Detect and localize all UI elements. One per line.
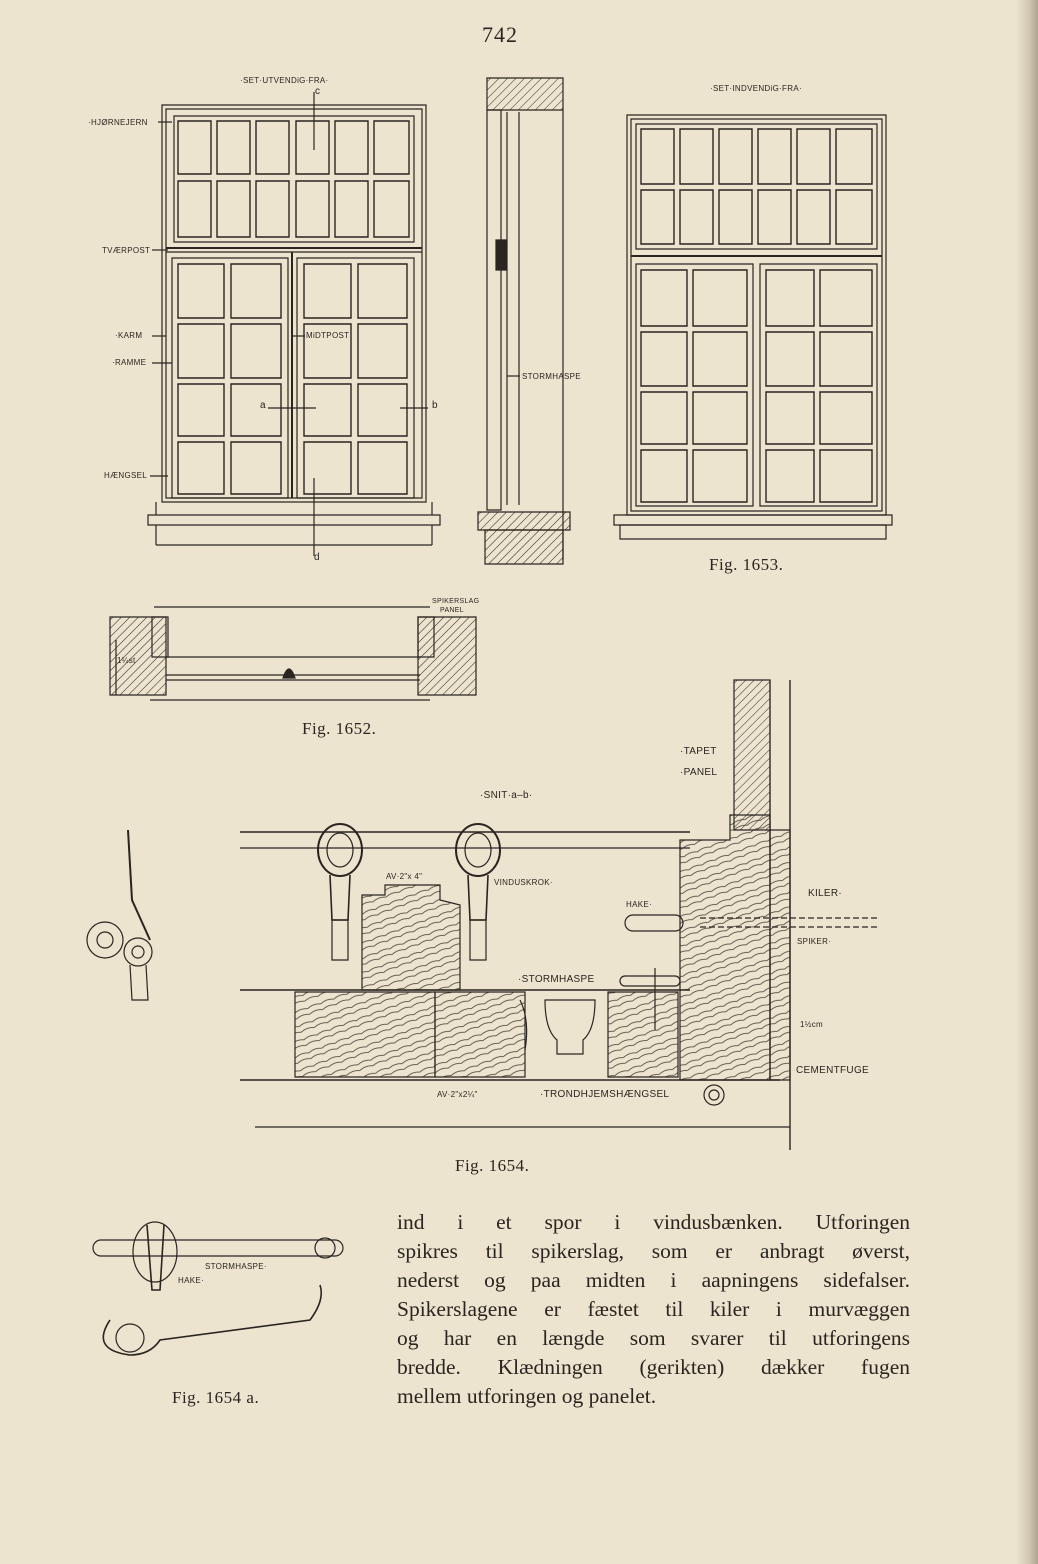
label-hjornejern: ·HJØRNEJERN <box>88 118 148 127</box>
label-cm: 1½cm <box>800 1020 823 1029</box>
section-title: ·SNIT·a–b· <box>480 790 533 801</box>
inside-view-title: ·SET·INDVENDiG·FRA· <box>710 84 802 93</box>
label-trondhjemshaengsel: ·TRONDHJEMSHÆNGSEL <box>540 1089 670 1100</box>
hook-detail-drawing <box>87 830 152 1000</box>
section-a-b-drawing <box>240 680 880 1150</box>
label-av-2x4: AV·2"x 4" <box>386 872 423 881</box>
label-spikerslag: SPIKERSLAG <box>432 598 480 605</box>
body-line: spikres til spikerslag, som er anbragt ø… <box>397 1239 910 1263</box>
body-paragraph: ind i et spor i vindusbænken. Utforingen… <box>397 1208 910 1411</box>
caption-fig-1654: Fig. 1654. <box>455 1156 530 1175</box>
outside-view-title: ·SET·UTVENDiG·FRA· <box>240 76 329 85</box>
label-dimension: 1¼st <box>117 656 136 665</box>
label-stormhaspe-1654a: STORMHASPE· <box>205 1262 267 1271</box>
label-hake-1654a: HAKE· <box>178 1276 204 1285</box>
body-line: nederst og paa midten i aapningens sidef… <box>397 1268 910 1292</box>
page-edge-shadow <box>1016 0 1038 1564</box>
caption-fig-1652: Fig. 1652. <box>302 719 377 738</box>
label-stormhaspe: ·STORMHASPE <box>518 974 595 985</box>
stormhaspe-hake-drawing <box>93 1222 343 1355</box>
window-inside-elevation <box>614 115 892 539</box>
label-d: d <box>314 552 320 563</box>
label-panel: ·PANEL <box>680 767 718 778</box>
label-haengsel: HÆNGSEL <box>104 471 147 480</box>
label-b: b <box>432 400 438 411</box>
caption-fig-1653: Fig. 1653. <box>709 555 784 574</box>
label-panel-plan: PANEL <box>440 607 464 614</box>
body-line: Spikerslagene er fæstet til kiler i murv… <box>397 1297 910 1321</box>
body-line: og har en længde som svarer til utforing… <box>397 1326 910 1350</box>
label-karm: ·KARM <box>115 331 143 340</box>
label-tapet: ·TAPET <box>680 746 717 757</box>
label-cementfuge: CEMENTFUGE <box>796 1065 869 1076</box>
label-tvaerpost: TVÆRPOST <box>102 246 151 255</box>
body-line: mellem utforingen og panelet. <box>397 1384 657 1408</box>
label-spiker: SPIKER· <box>797 937 832 946</box>
label-stormhaspe-section: STORMHASPE <box>522 372 581 381</box>
label-a: a <box>260 400 266 411</box>
window-outside-elevation <box>148 92 440 556</box>
page-number: 742 <box>482 22 518 47</box>
label-ramme: ·RAMME <box>112 358 147 367</box>
caption-fig-1654a: Fig. 1654 a. <box>172 1388 260 1407</box>
label-c: c <box>315 86 321 97</box>
label-av-2x2: AV·2"x2¼" <box>437 1090 478 1099</box>
label-vinduskrok: VINDUSKROK· <box>494 878 553 887</box>
window-vertical-section <box>478 78 570 564</box>
body-line: ind i et spor i vindusbænken. Utforingen <box>397 1210 910 1234</box>
window-plan-section <box>110 607 476 700</box>
body-line: bredde. Klædningen (gerikten) dækker fug… <box>397 1355 910 1379</box>
label-hake: HAKE· <box>626 900 652 909</box>
label-kiler: KILER· <box>808 888 843 899</box>
label-midtpost: MiDTPOST <box>306 331 350 340</box>
